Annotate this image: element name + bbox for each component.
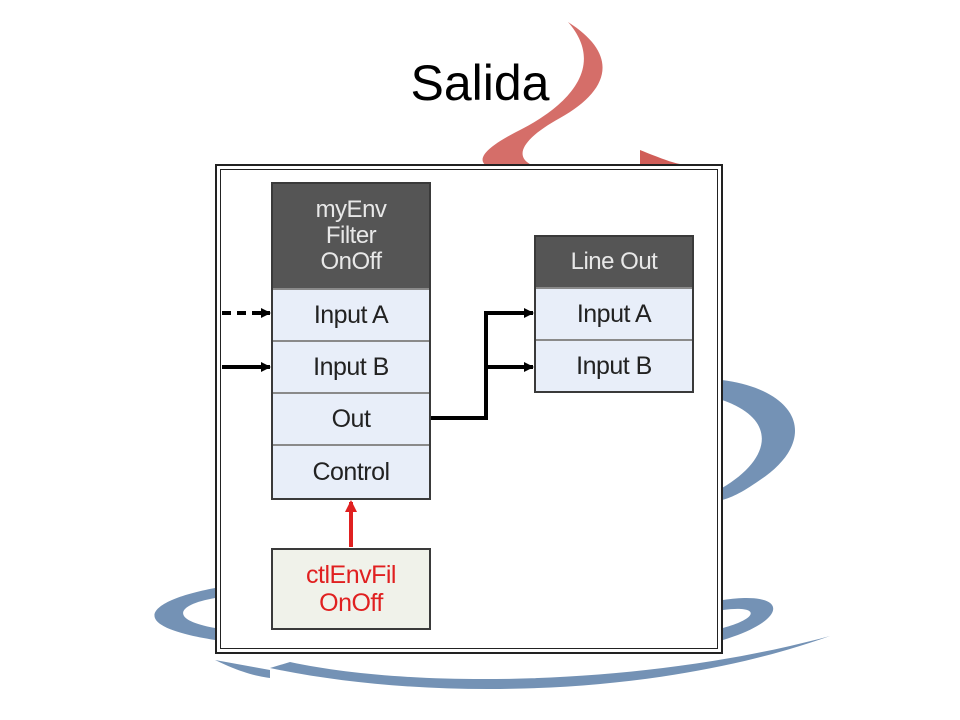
port-control-label: Control <box>312 457 390 486</box>
logo-saucer-bottom <box>270 636 830 690</box>
line-out-port-input-a: Input A <box>536 287 692 339</box>
envelope-filter-block: myEnv Filter OnOff Input A Input B Out C… <box>271 182 431 500</box>
port-out: Out <box>273 392 429 444</box>
logo-cup-swirl-right <box>722 380 796 500</box>
envelope-header-line-3: OnOff <box>320 248 382 275</box>
logo-steam-swirl <box>482 22 603 170</box>
diagram-frame-inner-border <box>220 169 718 649</box>
control-block-line-1: ctlEnvFil <box>306 561 396 589</box>
logo-saucer-bottom-2 <box>215 660 270 678</box>
logo-steam-swirl-2 <box>640 150 680 166</box>
port-input-a-label: Input A <box>313 300 389 329</box>
line-out-block: Line Out Input A Input B <box>534 235 694 393</box>
envelope-header-line-2: Filter <box>325 222 377 249</box>
line-out-port-input-a-label: Input A <box>576 299 652 328</box>
envelope-filter-header: myEnv Filter OnOff <box>273 184 429 288</box>
line-out-header: Line Out <box>536 237 692 287</box>
port-input-a: Input A <box>273 288 429 340</box>
port-control: Control <box>273 444 429 498</box>
port-input-b: Input B <box>273 340 429 392</box>
envelope-header-line-1: myEnv <box>315 196 387 223</box>
control-block-line-2: OnOff <box>319 589 383 617</box>
port-out-label: Out <box>331 404 371 433</box>
line-out-port-input-b-label: Input B <box>576 351 652 380</box>
logo-saucer-right <box>723 598 774 640</box>
slide-title: Salida <box>410 55 550 111</box>
line-out-header-label: Line Out <box>570 248 658 275</box>
port-input-b-label: Input B <box>313 352 389 381</box>
line-out-port-input-b: Input B <box>536 339 692 391</box>
logo-saucer-left <box>154 588 215 640</box>
control-block: ctlEnvFil OnOff <box>271 548 431 630</box>
